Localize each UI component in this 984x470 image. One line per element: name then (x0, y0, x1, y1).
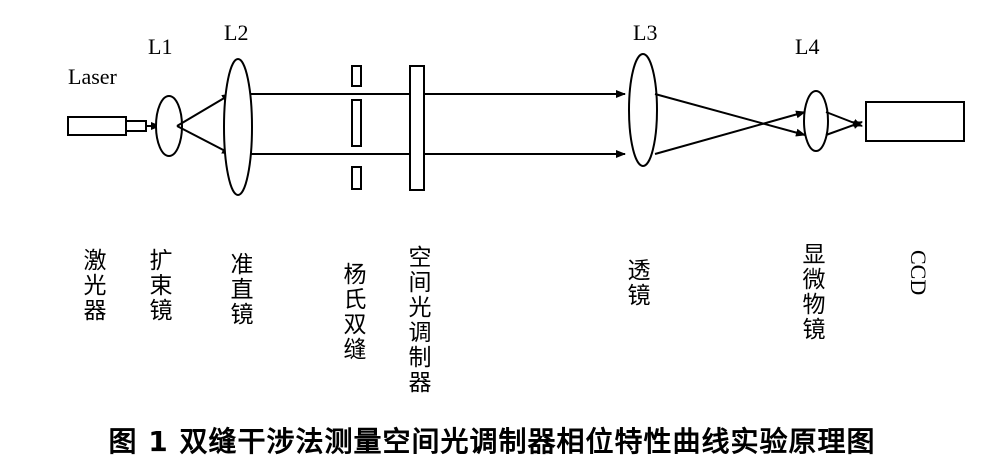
double-slit-bottom (351, 166, 362, 190)
label-laser: Laser (68, 64, 118, 89)
lens-l3 (628, 53, 658, 167)
label-l4: L4 (795, 34, 819, 59)
label-l3: L3 (633, 20, 657, 45)
component-expander: 扩束镜 (145, 248, 171, 323)
lens-l2 (223, 58, 253, 196)
component-collimator: 准直镜 (226, 252, 252, 327)
double-slit-middle (351, 99, 362, 147)
label-l2: L2 (224, 20, 248, 45)
beam-l3-l4-b (654, 110, 806, 155)
lens-l1 (155, 95, 183, 157)
component-double-slit: 杨氏双缝 (339, 262, 365, 362)
laser-aperture (125, 120, 147, 132)
beam-l3-l4-a (654, 93, 806, 137)
component-laser: 激光器 (79, 248, 105, 323)
figure-caption: 图 1 双缝干涉法测量空间光调制器相位特性曲线实验原理图 (108, 425, 876, 458)
slm-panel (409, 65, 425, 191)
ccd-detector (865, 101, 965, 142)
beam-l4-ccd-b (825, 121, 863, 136)
laser-source (67, 116, 127, 136)
lens-l4 (803, 90, 829, 152)
beam-l1-l2-bottom (176, 125, 232, 155)
component-ccd: CCD (906, 250, 931, 296)
component-objective: 显微物镜 (798, 242, 824, 342)
beam-l1-l2-top (176, 93, 232, 127)
label-l1: L1 (148, 34, 172, 59)
component-slm: 空间光调制器 (404, 245, 430, 395)
double-slit-top (351, 65, 362, 87)
component-lens: 透镜 (623, 258, 649, 308)
